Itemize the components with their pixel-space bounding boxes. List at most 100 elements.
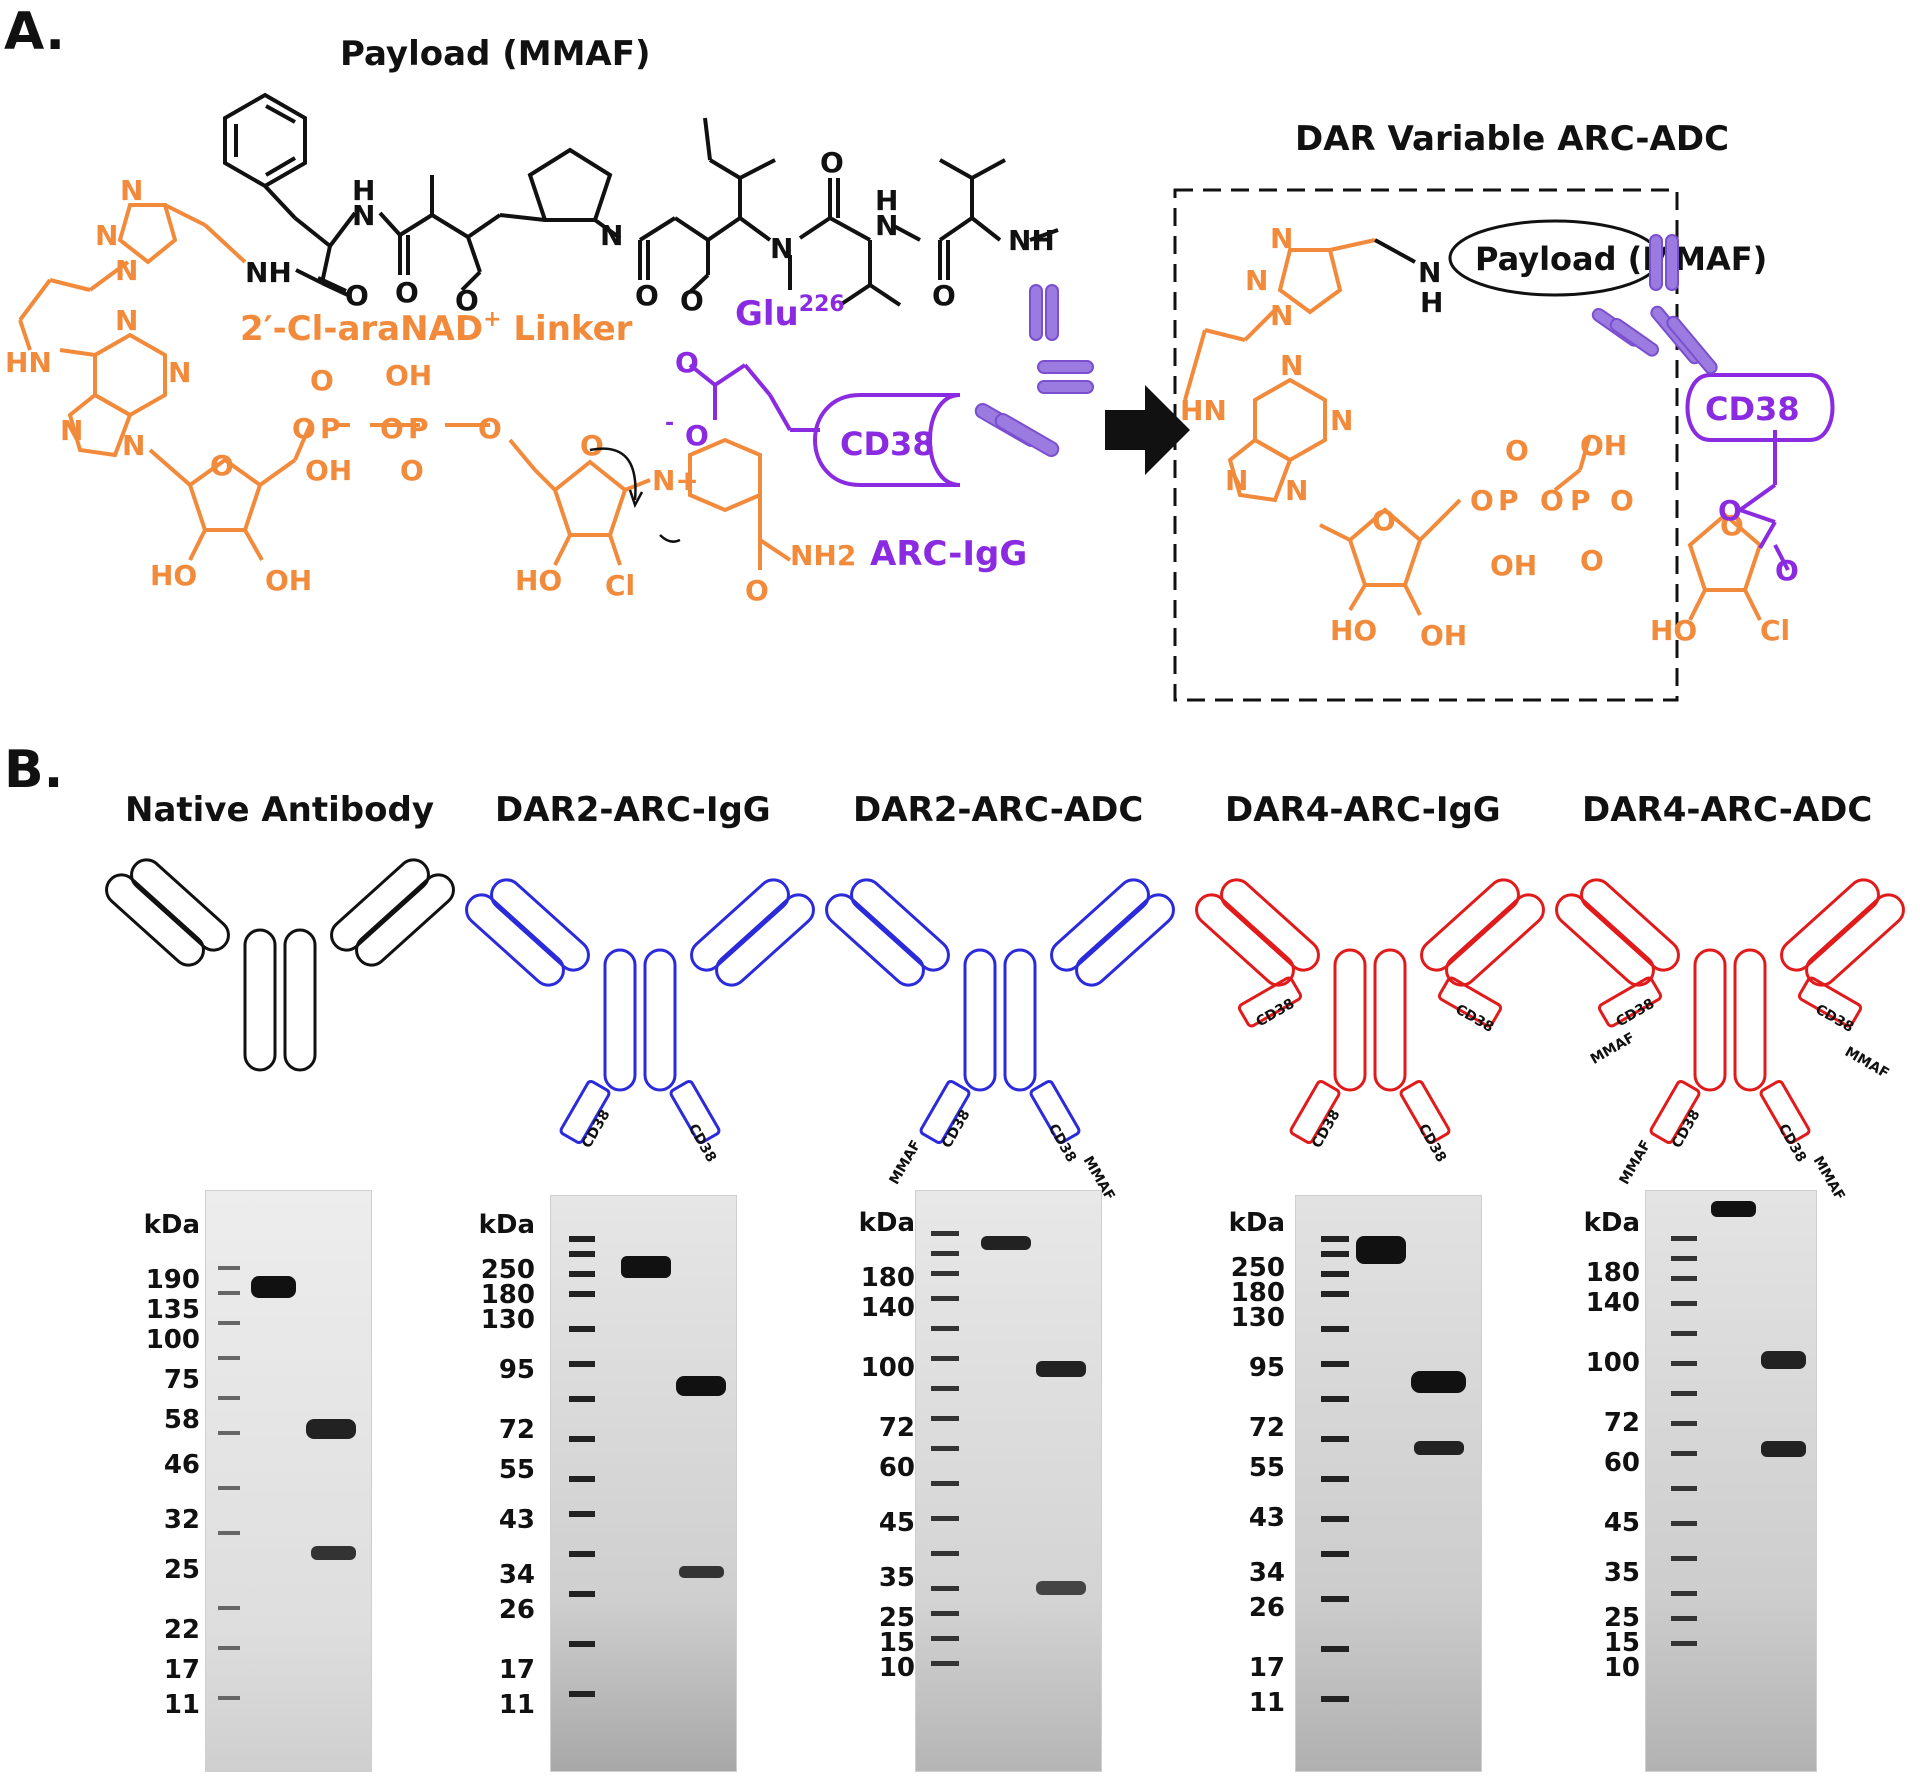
- svg-text:HO: HO: [1330, 614, 1377, 647]
- svg-text:O: O: [1372, 504, 1396, 537]
- svg-text:N: N: [60, 414, 83, 447]
- native-antibody-title: Native Antibody: [125, 790, 434, 830]
- svg-text:O: O: [310, 364, 334, 397]
- svg-text:N: N: [120, 174, 143, 207]
- svg-text:N: N: [1280, 349, 1303, 382]
- svg-text:O: O: [685, 419, 709, 452]
- dar2-arc-adc-title: DAR2-ARC-ADC: [853, 790, 1144, 830]
- antibody-diagrams: CD38 CD38 CD38 CD38 MMAF MMAF CD38 CD38 …: [98, 852, 1912, 1200]
- triazole-ring: [117, 203, 178, 265]
- svg-text:N: N: [115, 254, 138, 287]
- svg-text:H: H: [352, 174, 375, 207]
- product-linker: [1183, 238, 1763, 621]
- product-payload: Payload (MMAF): [1475, 240, 1767, 278]
- svg-text:CD38: CD38: [1453, 1001, 1497, 1036]
- svg-text:CD38: CD38: [1775, 1121, 1810, 1165]
- svg-text:O: O: [1505, 434, 1529, 467]
- ribose-1: [187, 457, 263, 532]
- mmaf-structure: [223, 92, 1059, 307]
- svg-text:NH: NH: [1008, 224, 1055, 257]
- svg-text:P: P: [320, 412, 341, 445]
- svg-text:N: N: [770, 232, 793, 265]
- attack-arrow: [589, 447, 637, 501]
- svg-text:MMAF: MMAF: [886, 1138, 924, 1188]
- svg-text:-: -: [665, 411, 674, 436]
- dar4-arc-igg-title: DAR4-ARC-IgG: [1225, 790, 1501, 830]
- svg-text:NH: NH: [245, 256, 292, 289]
- gel-dar4-arc-igg: [1295, 1195, 1482, 1772]
- dar4-arc-igg-icon: [1188, 872, 1552, 1145]
- svg-text:CD38: CD38: [1045, 1121, 1080, 1165]
- glu-sidechain: [688, 363, 820, 432]
- panel-b-letter: B.: [4, 740, 64, 800]
- svg-text:N: N: [1225, 464, 1248, 497]
- ribose-2: [552, 459, 628, 537]
- svg-text:N: N: [95, 219, 118, 252]
- svg-text:OH: OH: [265, 564, 312, 597]
- svg-text:CD38: CD38: [939, 1107, 974, 1151]
- svg-text:OH: OH: [1580, 429, 1627, 462]
- svg-text:Cl: Cl: [1760, 614, 1790, 647]
- product-box: [1173, 188, 1679, 702]
- svg-text:NH2: NH2: [790, 539, 856, 572]
- svg-text:O: O: [675, 346, 699, 379]
- kda-label: kDa: [143, 1210, 200, 1240]
- svg-text:N: N: [1270, 222, 1293, 255]
- product-cd38-shape: [1685, 373, 1835, 442]
- svg-text:N: N: [1245, 264, 1268, 297]
- arc-igg-icon: [974, 284, 1094, 457]
- gel-dar4-arc-adc: [1645, 1190, 1817, 1772]
- arc-igg-label: ARC-IgG: [870, 534, 1027, 574]
- svg-text:O: O: [680, 284, 704, 317]
- payload-title: Payload (MMAF): [340, 34, 650, 74]
- svg-text:O: O: [292, 412, 316, 445]
- svg-text:O: O: [1540, 484, 1564, 517]
- product-cd38-label: CD38: [1705, 390, 1800, 428]
- svg-text:O: O: [455, 284, 479, 317]
- svg-text:HO: HO: [515, 564, 562, 597]
- gel-dar2-arc-adc: [915, 1190, 1102, 1772]
- reaction-arrow-icon: [1105, 385, 1190, 475]
- svg-text:H: H: [1420, 286, 1443, 319]
- svg-text:O: O: [1720, 509, 1744, 542]
- svg-text:N: N: [1330, 404, 1353, 437]
- dar2-arc-igg-title: DAR2-ARC-IgG: [495, 790, 771, 830]
- svg-text:O: O: [478, 412, 502, 445]
- svg-text:OH: OH: [1490, 549, 1537, 582]
- svg-text:N+: N+: [652, 464, 699, 497]
- svg-text:O: O: [380, 412, 404, 445]
- linker-structure: [18, 203, 792, 570]
- svg-text:N: N: [352, 199, 375, 232]
- pyrrolidine-ring: [527, 147, 613, 222]
- svg-text:O: O: [932, 279, 956, 312]
- svg-text:O: O: [345, 279, 369, 312]
- product-glu: [1738, 430, 1790, 571]
- svg-text:MMAF: MMAF: [1616, 1138, 1654, 1188]
- svg-text:O: O: [820, 146, 844, 179]
- svg-text:O: O: [1470, 484, 1494, 517]
- svg-text:HO: HO: [150, 559, 197, 592]
- svg-text:N: N: [115, 304, 138, 337]
- gel-bands-4: [1321, 1236, 1466, 1702]
- gel-dar2-arc-igg: [550, 1195, 737, 1772]
- panel-a-letter: A.: [4, 2, 65, 62]
- svg-text:CD38: CD38: [685, 1121, 720, 1165]
- svg-text:O: O: [1610, 484, 1634, 517]
- svg-text:MMAF: MMAF: [1588, 1030, 1638, 1068]
- dar2-arc-igg-icon: [458, 872, 822, 1145]
- linker-label: 2′-Cl-araNAD+ Linker: [240, 307, 633, 349]
- cd38-shape: [813, 393, 961, 487]
- product-antibody-icon: [1591, 234, 1718, 375]
- svg-text:N: N: [122, 429, 145, 462]
- dar4-arc-adc-icon: [1548, 872, 1912, 1145]
- svg-text:CD38: CD38: [1254, 996, 1298, 1031]
- linker-atom-labels: N N N HN N N N N O HO OH O P O OH O P OH…: [5, 174, 856, 607]
- svg-text:P: P: [1498, 484, 1519, 517]
- svg-text:OH: OH: [1420, 619, 1467, 652]
- cd38-label: CD38: [840, 425, 935, 463]
- svg-text:CD38: CD38: [1415, 1121, 1450, 1165]
- svg-text:Cl: Cl: [605, 569, 635, 602]
- svg-text:CD38: CD38: [579, 1107, 614, 1151]
- dar4-arc-adc-title: DAR4-ARC-ADC: [1582, 790, 1873, 830]
- gel-native-antibody: [205, 1190, 372, 1772]
